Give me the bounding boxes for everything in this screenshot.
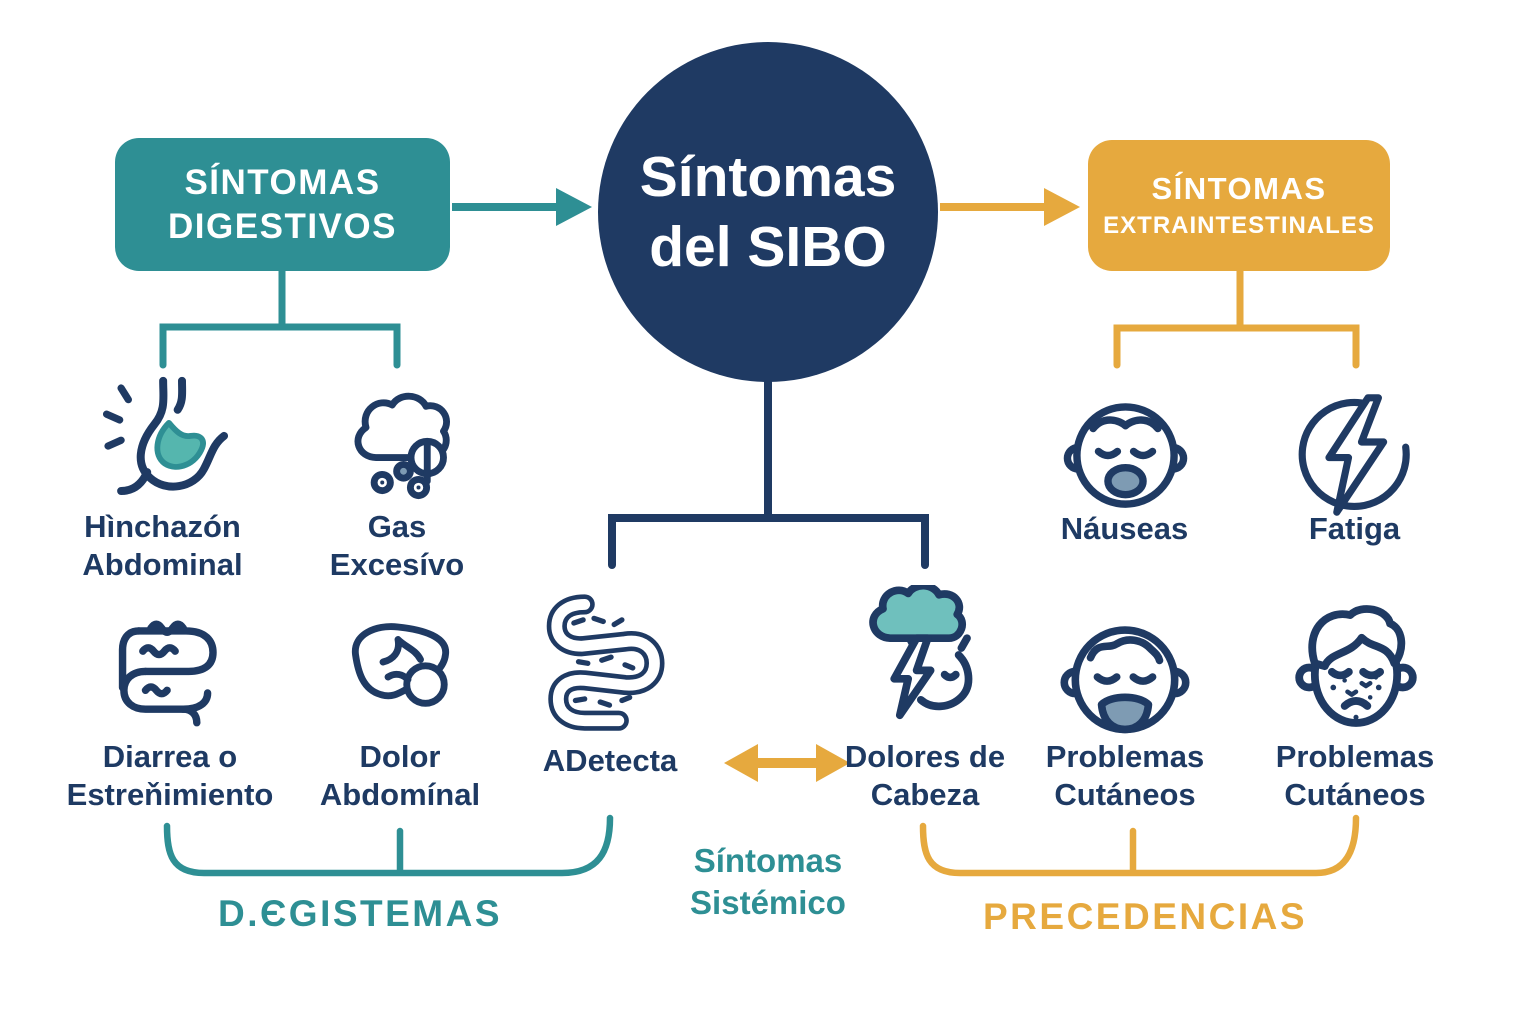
sick-face-icon (1056, 608, 1194, 746)
intestine-dashes-icon (532, 592, 687, 747)
gold-branch-connector (1113, 264, 1360, 369)
gold-arrow-icon (940, 188, 1080, 226)
label-problemas-cutaneos-1: Problemas Cutáneos (1045, 739, 1205, 812)
extraintestinal-box-title-line1: SÍNTOMAS (1151, 170, 1327, 206)
group-label-left: D.ЄGISTEMAS (217, 893, 503, 934)
label-problemas-cutaneos-2: Problemas Cutáneos (1275, 739, 1435, 812)
fatigue-bolt-icon (1290, 390, 1420, 520)
gas-cloud-icon (336, 385, 461, 510)
label-nauseas: Náuseas (1060, 511, 1189, 546)
extraintestinal-box-title-line2: EXTRAINTESTINALES (1103, 211, 1375, 239)
digestive-box-title-line2: DIGESTIVOS (168, 206, 397, 246)
label-sintomas-sistemico: Síntomas Sistémico (690, 842, 846, 921)
central-topic-circle: Síntomas del SIBO (598, 42, 938, 382)
group-label-right: PRECEDENCIAS (983, 896, 1307, 937)
nausea-face-icon (1058, 388, 1193, 523)
intestines-icon (105, 612, 240, 747)
label-dolores-de-cabeza: Dolores de Cabeza (844, 739, 1006, 812)
label-gas-excesivo: Gas Excesívo (329, 509, 465, 582)
label-diarrea-estrenimiento: Diarrea o Estreňimiento (66, 739, 274, 812)
gold-group-bracket (919, 814, 1360, 877)
central-title-line2: del SIBO (649, 215, 887, 279)
liver-icon (338, 612, 463, 737)
digestive-symptoms-box: SÍNTOMAS DIGESTIVOS (115, 138, 450, 271)
teal-group-bracket (163, 814, 614, 877)
teal-branch-connector (159, 264, 401, 369)
extraintestinal-symptoms-box: SÍNTOMAS EXTRAINTESTINALES (1088, 140, 1390, 271)
stomach-icon (95, 375, 240, 520)
acne-face-icon (1285, 598, 1427, 740)
central-title-line1: Síntomas (639, 145, 897, 209)
storm-cloud-icon (855, 585, 995, 725)
label-hinchazon-abdominal: Hìnchazón Abdominal (82, 509, 243, 582)
label-fatiga: Fatiga (1308, 511, 1401, 546)
label-dolor-abdominal: Dolor Abdomínal (319, 739, 481, 812)
label-adetecta: ADetecta (542, 743, 678, 778)
teal-arrow-icon (452, 188, 592, 226)
navy-branch-connector (608, 374, 929, 569)
digestive-box-title-line1: SÍNTOMAS (184, 162, 381, 202)
